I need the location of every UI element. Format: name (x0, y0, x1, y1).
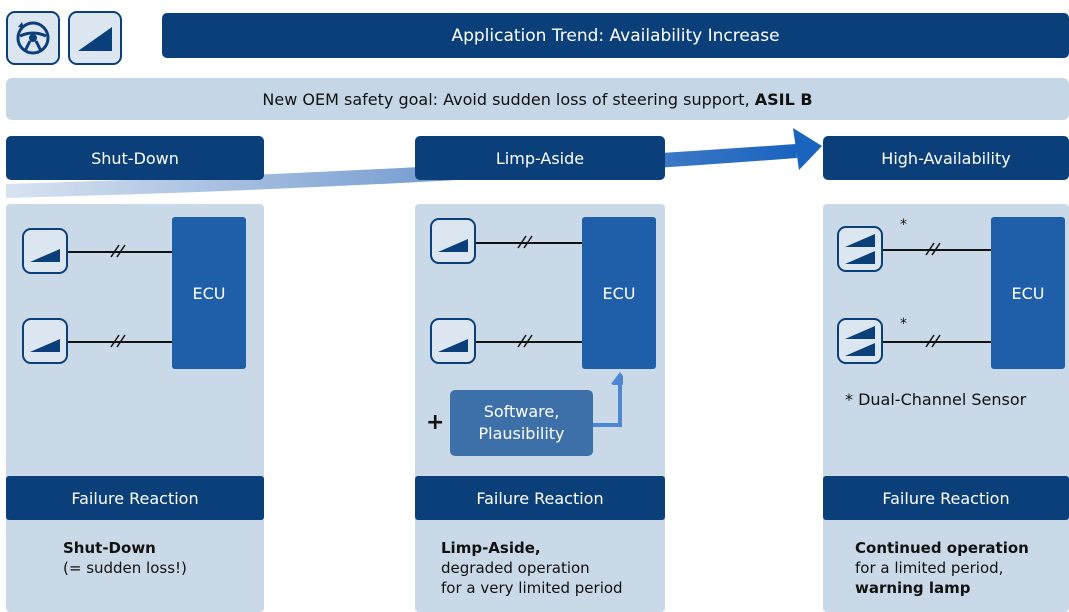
dual-channel-footnote: * Dual-Channel Sensor (845, 390, 1027, 409)
signal-line (476, 242, 582, 244)
break-mark-icon (517, 334, 533, 348)
break-mark-icon (925, 242, 941, 256)
failure-reaction-bar: Failure Reaction (823, 476, 1069, 520)
break-mark-icon (110, 334, 126, 348)
sensor-icon (430, 218, 476, 264)
failure-description: Limp-Aside, degraded operation for a ver… (441, 539, 623, 597)
sensor-icon (22, 318, 68, 364)
ecu-block: ECU (991, 217, 1065, 369)
failure-reaction-bar: Failure Reaction (415, 476, 665, 520)
asil-level: ASIL B (754, 89, 813, 109)
break-mark-icon (925, 334, 941, 348)
header-high-availability: High-Availability (823, 136, 1069, 180)
trend-bar-label: Application Trend: Availability Increase (451, 25, 780, 46)
signal-line (883, 249, 991, 251)
trend-bar: Application Trend: Availability Increase (162, 13, 1069, 58)
sensor-icon (430, 318, 476, 364)
dual-channel-sensor-icon (837, 226, 883, 272)
header-limp-aside: Limp-Aside (415, 136, 665, 180)
panel-high-availability: * * ECU * Dual-Channel Sensor Failure Re… (823, 204, 1069, 612)
safety-goal-text: New OEM safety goal: Avoid sudden loss o… (262, 89, 813, 109)
steering-wheel-icon (6, 11, 60, 65)
failure-description: Continued operation for a limited period… (855, 539, 1029, 597)
signal-line (883, 341, 991, 343)
dual-channel-sensor-icon (837, 318, 883, 364)
ecu-block: ECU (172, 217, 246, 369)
feedback-arrow (593, 372, 623, 427)
ecu-block: ECU (582, 217, 656, 369)
sensor-asterisk: * (900, 217, 907, 233)
panel-shut-down: ECU Failure Reaction Shut-Down (= sudden… (6, 204, 264, 612)
safety-goal-bar: New OEM safety goal: Avoid sudden loss o… (6, 78, 1069, 120)
sensor-icon (22, 228, 68, 274)
software-plausibility-box: Software, Plausibility (450, 390, 593, 456)
header-shut-down: Shut-Down (6, 136, 264, 180)
ramp-sensor-icon (68, 11, 122, 65)
sensor-asterisk: * (900, 316, 907, 332)
signal-line (476, 341, 582, 343)
failure-description: Shut-Down (= sudden loss!) (63, 539, 187, 577)
panel-limp-aside: ECU + Software, Plausibility Failure Rea… (415, 204, 665, 612)
break-mark-icon (110, 244, 126, 258)
plus-sign: + (426, 410, 445, 435)
failure-reaction-bar: Failure Reaction (6, 476, 264, 520)
break-mark-icon (517, 235, 533, 249)
